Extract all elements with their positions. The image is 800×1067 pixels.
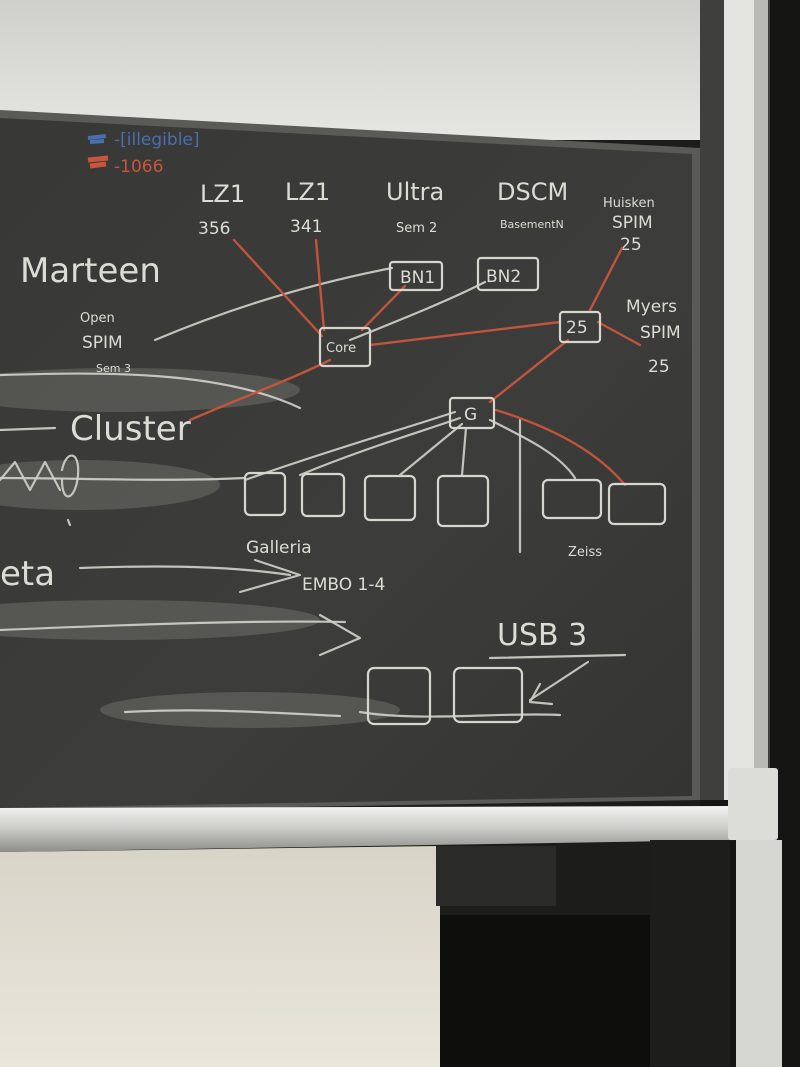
- cluster-label: Cluster: [70, 409, 191, 449]
- workstation-boxes: [243, 471, 667, 726]
- red-connections: [188, 238, 642, 487]
- bn2-label: BN2: [486, 267, 521, 287]
- dscm-title: DSCM: [497, 178, 568, 206]
- workstation-box: [300, 472, 346, 518]
- huisken-title: Huisken: [603, 196, 655, 211]
- huisken-floor: 25: [620, 235, 642, 255]
- bn1-label: BN1: [400, 268, 435, 288]
- legend-red-swatch: [87, 155, 109, 169]
- top-node-labels: LZ1 356 LZ1 341 Ultra Sem 2 DSCM Basemen…: [198, 178, 681, 377]
- myers-title: Myers: [626, 297, 677, 317]
- lz1-341-room: 341: [290, 217, 322, 237]
- g-node: G: [448, 396, 496, 430]
- chalk-tray: [0, 806, 735, 852]
- huisken-spim: SPIM: [612, 213, 653, 233]
- ultra-title: Ultra: [386, 178, 444, 206]
- myers-floor: 25: [648, 357, 670, 377]
- galleria-label: Galleria: [246, 538, 312, 558]
- left-labels: Marteen Open SPIM Sem 3 Cluster eta: [0, 251, 191, 594]
- open-spim-line2: SPIM: [82, 333, 123, 353]
- workstation-box: [541, 478, 603, 520]
- core-node: Core: [318, 326, 372, 368]
- workstation-box: [436, 474, 490, 528]
- lz1-356-title: LZ1: [200, 180, 245, 208]
- twenty-five-node: 25: [558, 310, 602, 344]
- marteen-label: Marteen: [20, 251, 161, 291]
- white-connections: [0, 266, 627, 718]
- tray-bracket: [728, 768, 778, 840]
- network-boxes: BN1 BN2 Core 25 G: [318, 256, 602, 430]
- workstation-box: [363, 474, 417, 522]
- bn1-node: BN1: [388, 260, 444, 292]
- embo-label: EMBO 1-4: [302, 575, 385, 595]
- bn2-node: BN2: [476, 256, 540, 292]
- legend-blue-swatch: [87, 134, 107, 144]
- speaker-box: [440, 915, 660, 1067]
- legend: -[illegible] -1066: [87, 130, 200, 177]
- usb-box: [452, 666, 524, 724]
- usb3-label: USB 3: [497, 618, 587, 653]
- lz1-341-title: LZ1: [285, 178, 330, 206]
- twenty-five-label: 25: [566, 318, 588, 338]
- lower-wall: [0, 846, 440, 1067]
- workstation-box: [243, 471, 287, 517]
- legend-red-label: -1066: [114, 157, 163, 177]
- zeiss-label: Zeiss: [568, 545, 602, 560]
- core-label: Core: [326, 341, 356, 356]
- workstation-box: [607, 482, 667, 526]
- myers-spim: SPIM: [640, 323, 681, 343]
- eta-label: eta: [0, 554, 55, 594]
- bottom-labels: Galleria EMBO 1-4 Zeiss USB 3: [246, 538, 602, 653]
- ultra-room: Sem 2: [396, 221, 437, 236]
- open-spim-line3: Sem 3: [96, 362, 131, 375]
- lz1-356-room: 356: [198, 219, 230, 239]
- dscm-room: BasementN: [500, 218, 564, 231]
- open-spim-line1: Open: [80, 311, 115, 326]
- scribble-marks: [0, 454, 80, 527]
- legend-blue-label: -[illegible]: [114, 130, 200, 150]
- g-label: G: [464, 405, 477, 425]
- usb-box: [366, 666, 432, 726]
